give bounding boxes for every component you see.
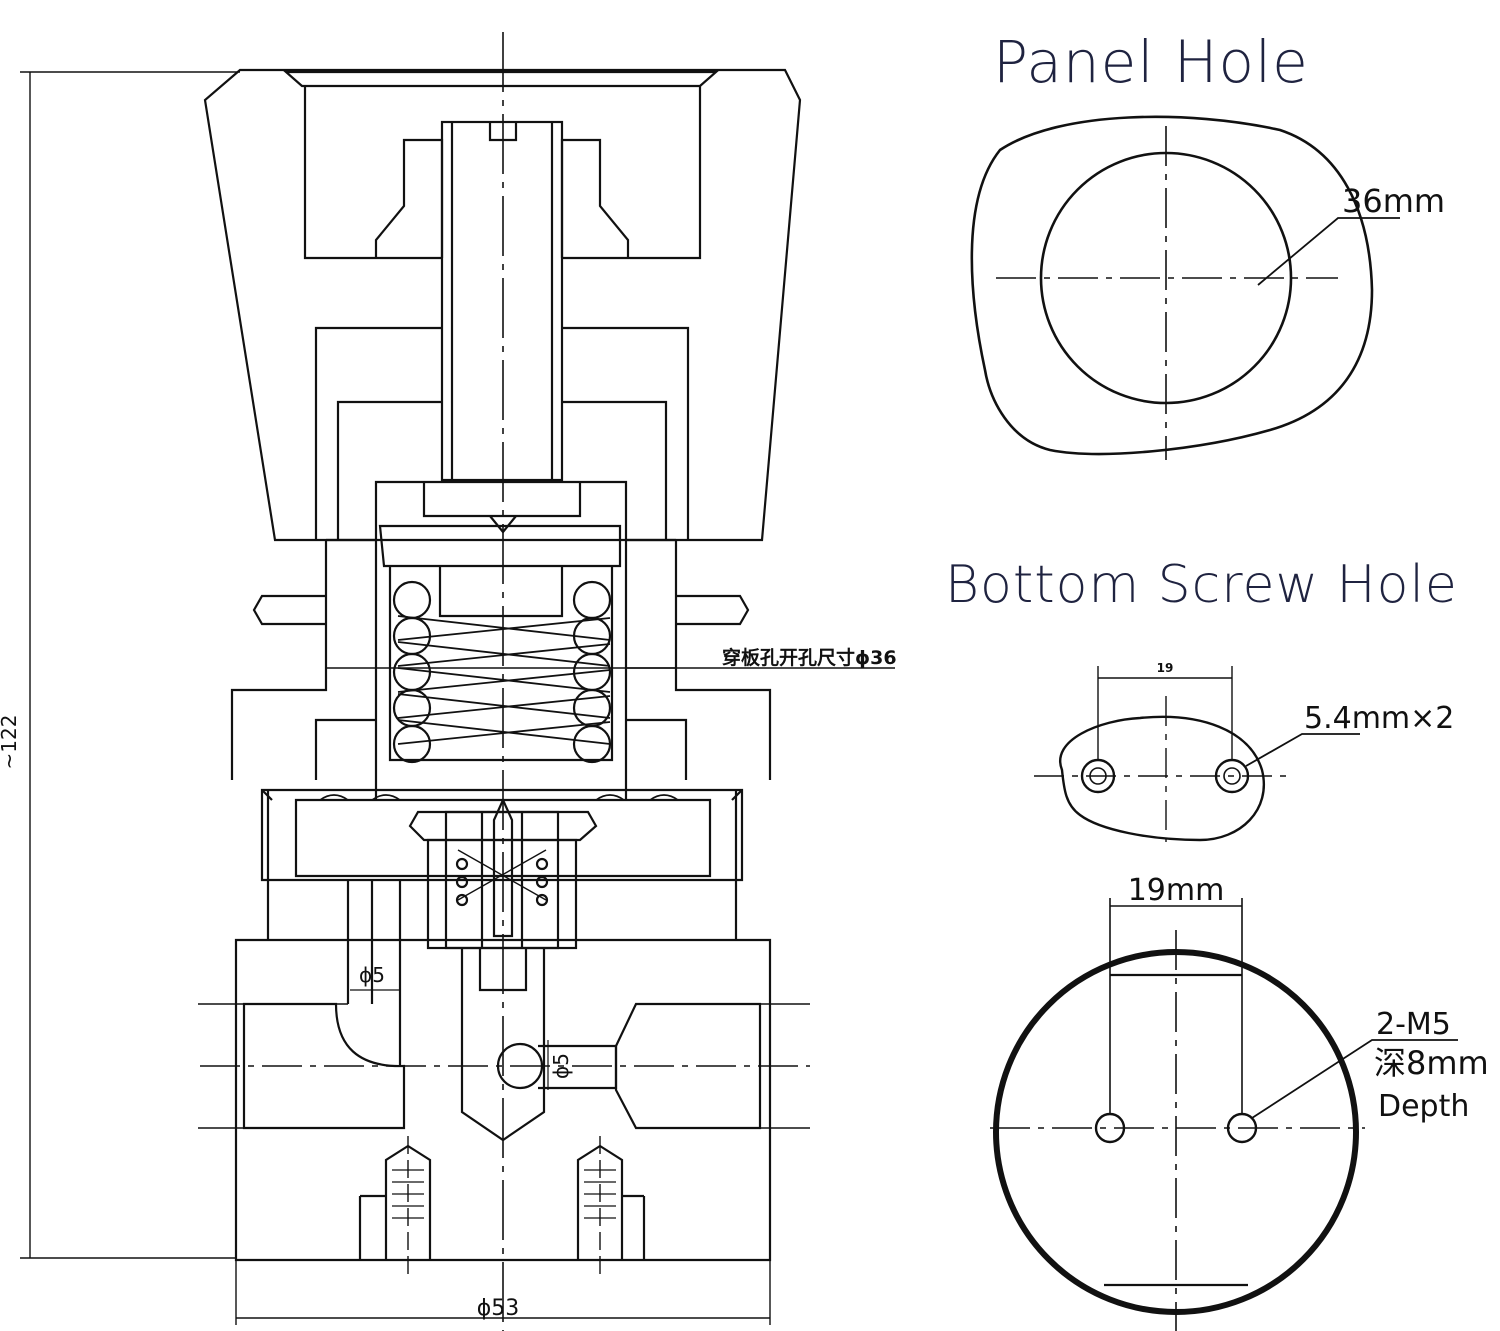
panel-hole-view bbox=[970, 115, 1400, 460]
port-left-label: ϕ5 bbox=[359, 963, 385, 987]
bottom-screw-hole-title: Bottom Screw Hole bbox=[945, 555, 1458, 615]
thread-depth-label-en: Depth bbox=[1378, 1089, 1469, 1124]
panel-hole-title: Panel Hole bbox=[993, 28, 1309, 96]
height-dimension-label: ~122 bbox=[0, 715, 21, 770]
regulator-section-view bbox=[20, 32, 895, 1331]
screw-hole-spacing-small-label: 19 bbox=[1157, 661, 1174, 675]
port-right-label: ϕ5 bbox=[549, 1053, 573, 1079]
screw-hole-bottom-view bbox=[990, 898, 1458, 1331]
panel-hole-diameter-label: 36mm bbox=[1342, 182, 1445, 220]
thread-depth-label-cn: 深8mm bbox=[1374, 1044, 1489, 1082]
base-diameter-label: ϕ53 bbox=[477, 1296, 520, 1321]
screw-hole-top-view bbox=[1034, 666, 1360, 842]
spring-coils bbox=[392, 580, 612, 764]
panel-cutout-note: 穿板孔开孔尺寸ϕ36 bbox=[722, 646, 897, 669]
screw-hole-size-label: 5.4mm×2 bbox=[1304, 701, 1454, 736]
thread-size-label: 2-M5 bbox=[1376, 1007, 1451, 1042]
screw-hole-spacing-label: 19mm bbox=[1128, 873, 1225, 908]
